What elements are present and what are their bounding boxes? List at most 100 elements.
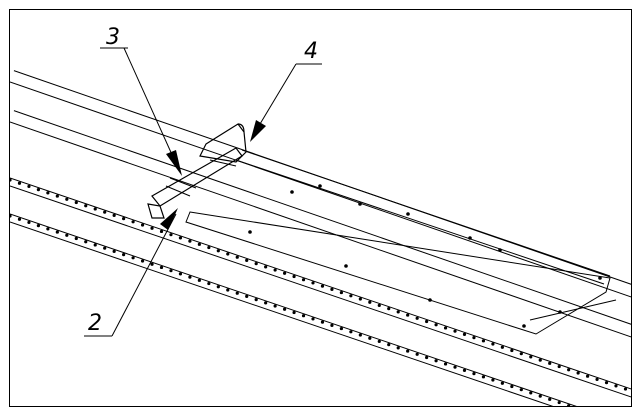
chain-link	[27, 184, 31, 189]
chain-link	[443, 362, 448, 366]
chain-link	[216, 249, 220, 253]
chain-link	[320, 320, 325, 324]
plate-hole	[248, 230, 252, 234]
chain-link	[84, 240, 88, 244]
chain-link	[339, 326, 344, 331]
chain-link	[292, 310, 296, 315]
chain-link	[500, 381, 504, 385]
chain-link	[415, 316, 419, 320]
chain-link	[586, 411, 589, 414]
chain-link	[330, 323, 334, 327]
chain-link	[368, 300, 372, 304]
chain-link	[140, 223, 145, 227]
chain-link	[481, 375, 486, 379]
chain-line	[10, 177, 632, 390]
chain-link	[55, 194, 59, 198]
chain-link	[235, 291, 239, 295]
chain-link	[453, 365, 457, 369]
chain-link	[358, 333, 362, 337]
chain-link	[396, 310, 400, 314]
chain-link	[406, 313, 410, 317]
rail-edge	[13, 110, 632, 326]
chain-link	[17, 181, 22, 185]
guide-plate	[185, 149, 617, 335]
plate-hole	[468, 236, 472, 240]
chain-link	[557, 400, 561, 405]
chain-link	[292, 274, 296, 279]
chain-link	[169, 269, 173, 273]
rail-edge	[10, 81, 632, 298]
chain-link	[207, 245, 211, 250]
chain-link	[65, 197, 69, 201]
chain-link	[264, 301, 268, 305]
callout-leaders	[84, 47, 322, 337]
rail-tooth	[638, 299, 639, 303]
chain-link	[245, 294, 249, 299]
callout-label-4: 4	[304, 39, 318, 64]
chain-link	[282, 271, 287, 275]
chain-link	[36, 188, 41, 192]
plate-hole	[522, 324, 526, 328]
chain-link	[349, 330, 353, 334]
chain-link	[178, 236, 183, 240]
plate-hole	[358, 202, 362, 206]
chain-link	[425, 355, 429, 360]
plate-hole	[290, 190, 294, 194]
chain-link	[27, 220, 31, 225]
chain-link	[178, 272, 183, 276]
chain-link	[74, 236, 78, 241]
chain-link	[604, 381, 609, 385]
chain-link	[567, 368, 571, 372]
chain-link	[131, 256, 135, 260]
chain-link	[150, 226, 154, 230]
callout-label-2: 2	[88, 311, 102, 336]
chain-link	[595, 377, 599, 382]
chain-link	[443, 326, 448, 330]
chain-link	[216, 285, 220, 289]
chain-link	[538, 394, 542, 398]
chain-link	[311, 317, 315, 321]
plate-hole	[498, 248, 502, 252]
chain-link	[150, 262, 154, 266]
chain-link	[112, 249, 116, 253]
chain-link	[396, 346, 400, 350]
chain-link	[529, 355, 533, 359]
chain-link	[311, 281, 315, 285]
chain-link	[387, 307, 391, 311]
chain-link	[481, 339, 486, 343]
chain-link	[462, 368, 467, 372]
chain-link	[548, 397, 552, 401]
chain-link	[188, 275, 192, 279]
chain-link	[538, 358, 542, 362]
chain-link	[434, 323, 438, 327]
callout-label-3: 3	[106, 25, 120, 50]
chain-line	[10, 213, 580, 407]
chain-link	[93, 243, 97, 247]
plate-hole	[406, 212, 410, 216]
chain-link	[368, 336, 372, 340]
chain-row-lower	[10, 213, 598, 417]
chain-link	[415, 352, 419, 356]
chain-link	[10, 214, 12, 218]
chain-link	[425, 319, 429, 324]
chain-link	[339, 290, 344, 295]
chain-link	[10, 178, 12, 182]
chain-link	[472, 336, 476, 340]
arrowhead-2	[160, 208, 178, 230]
chain-link	[197, 242, 201, 246]
chain-link	[614, 384, 618, 388]
chain-link	[103, 210, 107, 214]
chain-link	[197, 278, 201, 282]
chain-link	[595, 414, 598, 417]
chain-link	[387, 343, 391, 347]
chain-link	[472, 372, 476, 376]
chain-link	[301, 278, 306, 282]
bracket-assembly	[147, 123, 247, 219]
rail-edge	[10, 121, 632, 338]
chain-link	[188, 239, 192, 243]
chain-link	[273, 304, 277, 308]
chain-link	[245, 258, 249, 263]
chain-link	[567, 404, 571, 407]
chain-link	[377, 339, 381, 344]
